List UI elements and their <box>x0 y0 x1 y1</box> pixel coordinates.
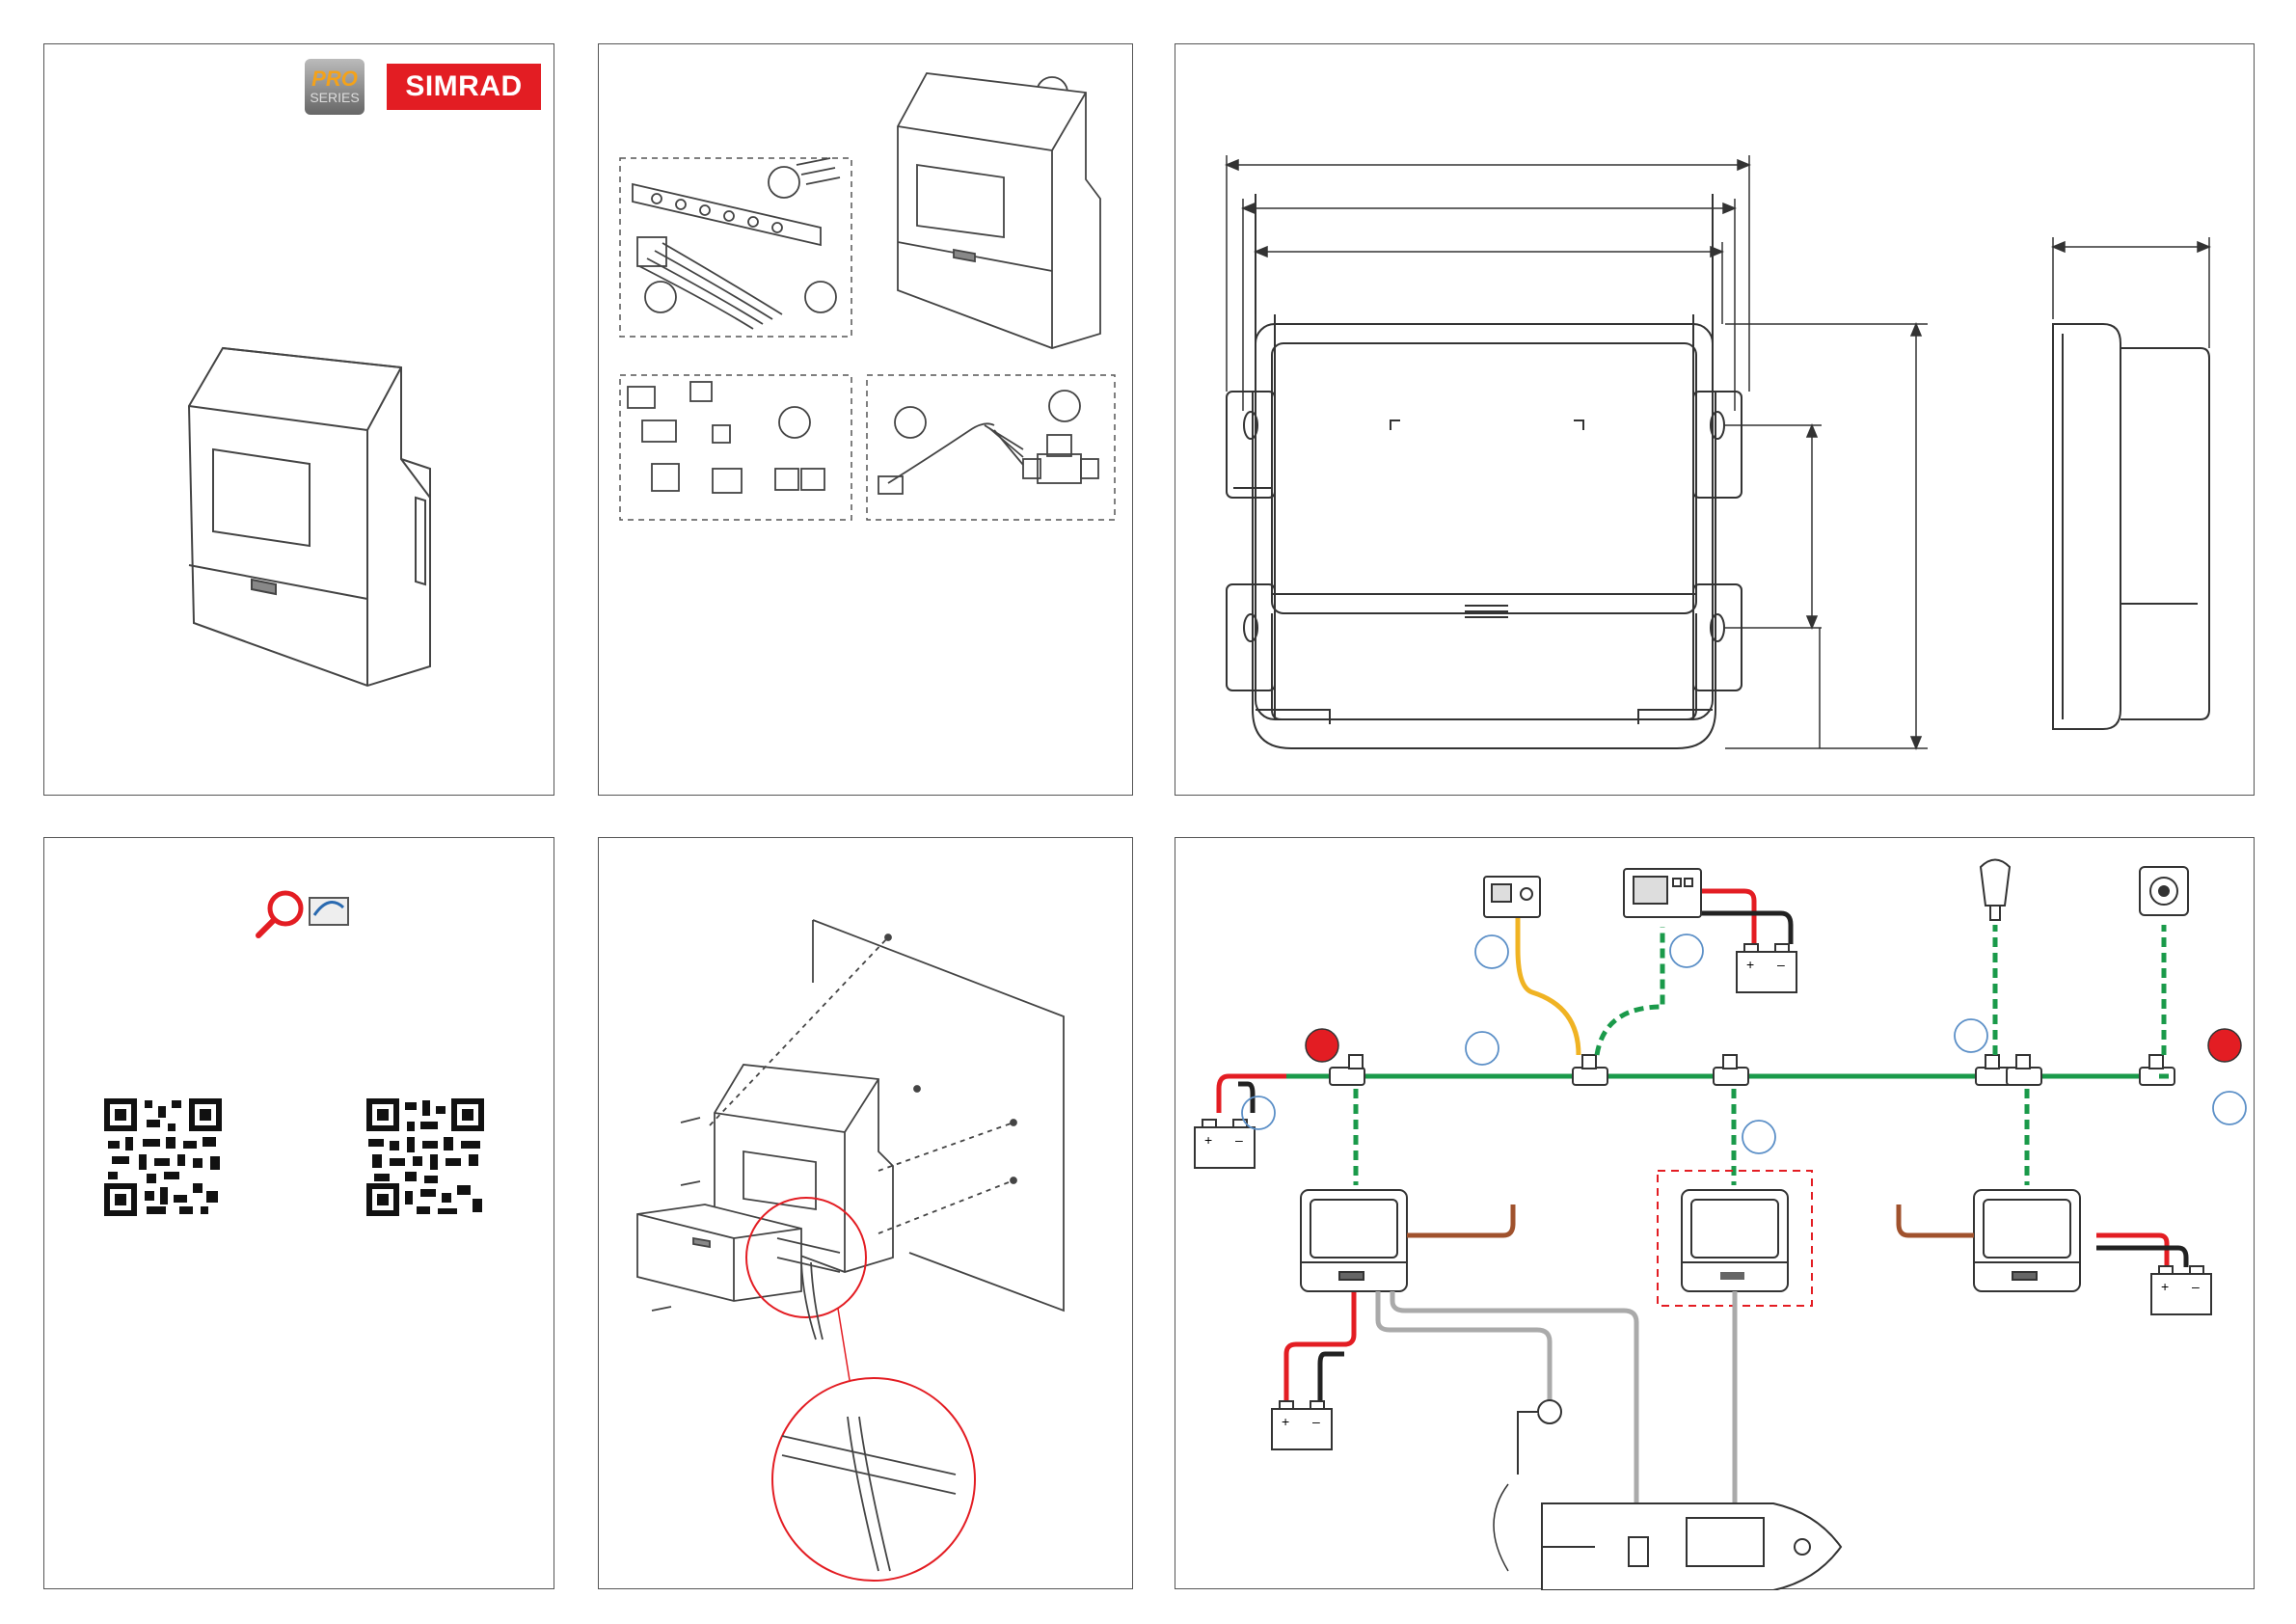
network-diagram-panel: + – + – + – + – <box>1175 837 2255 1589</box>
side-view-body <box>2120 348 2209 719</box>
battery-minus: – <box>1235 1132 1243 1148</box>
battery-right: + – <box>2151 1266 2211 1314</box>
battery-plus: + <box>1746 957 1754 972</box>
heading-sensor <box>2140 867 2188 915</box>
boat-outline <box>1542 1503 1841 1590</box>
callout-circle <box>1242 1096 1275 1129</box>
callout-circle <box>1742 1121 1775 1153</box>
battery-top: + – <box>1737 944 1796 992</box>
optional-computer <box>1658 1171 1812 1306</box>
qr-code-left <box>104 1098 222 1216</box>
fixings-group <box>620 158 851 337</box>
rudder-feedback-icon <box>1518 1400 1561 1475</box>
callout-circle <box>805 282 836 312</box>
drop-cable <box>1518 906 1579 1055</box>
callout-circle <box>769 167 799 198</box>
autopilot-controller <box>1484 877 1540 917</box>
autopilot-computer <box>1301 1190 1407 1291</box>
dimension-drawing <box>1175 44 2255 797</box>
battery-minus: – <box>1777 957 1785 972</box>
contents-panel <box>598 43 1133 796</box>
callout-circle <box>2213 1092 2246 1124</box>
battery-left: + – <box>1195 1120 1255 1168</box>
drive-computer <box>1974 1190 2080 1291</box>
battery-plus: + <box>1282 1414 1289 1429</box>
qr-code-right <box>366 1098 484 1216</box>
callout-circle <box>895 407 926 438</box>
mounting-panel <box>598 837 1133 1589</box>
callout-circle <box>779 407 810 438</box>
manual-icon <box>310 898 348 925</box>
callout-circle <box>1466 1032 1499 1065</box>
battery-minus: – <box>2192 1279 2200 1294</box>
contents-illustration <box>599 44 1134 797</box>
documentation-panel <box>43 837 554 1589</box>
callout-circle <box>1955 1019 1987 1052</box>
callout-circle <box>1670 934 1703 967</box>
callout-circle <box>1475 935 1508 968</box>
mounting-illustration <box>599 838 1134 1590</box>
terminator-left <box>1306 1029 1338 1062</box>
search-manual-icons <box>44 838 555 1590</box>
callout-circle <box>645 282 676 312</box>
network-diagram: + – + – + – + – <box>1175 838 2255 1590</box>
battery-plus: + <box>2161 1279 2169 1294</box>
battery-bottom-left: + – <box>1272 1401 1332 1449</box>
unit-illustration <box>44 44 555 797</box>
battery-plus: + <box>1204 1132 1212 1148</box>
gps-antenna <box>1981 860 2010 921</box>
battery-minus: – <box>1312 1414 1320 1429</box>
front-view-screen-frame <box>1272 343 1696 613</box>
magnifier-icon <box>258 893 301 935</box>
callout-circle <box>1049 391 1080 421</box>
cover-panel: PRO SERIES SIMRAD <box>43 43 554 796</box>
dimensions-panel <box>1175 43 2255 796</box>
terminator-right <box>2208 1029 2241 1062</box>
multifunction-display <box>1624 869 1701 917</box>
front-view-body <box>1256 324 1713 719</box>
